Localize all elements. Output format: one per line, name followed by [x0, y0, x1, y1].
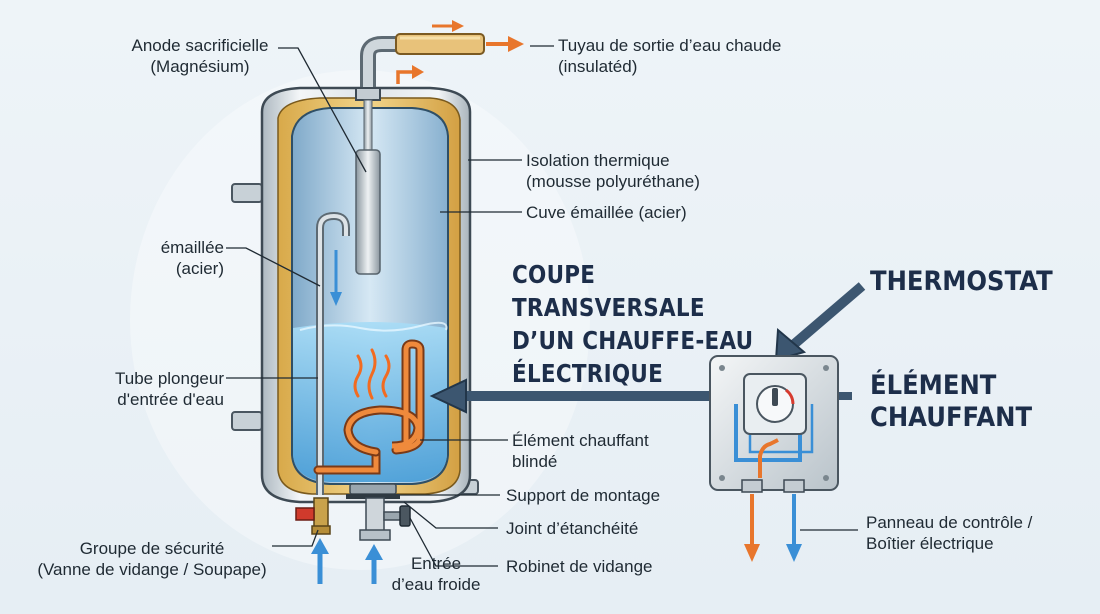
label-cold-inlet-line-2: d’eau froide: [391, 575, 481, 594]
label-seal: Joint d’étanchéité: [506, 519, 639, 538]
label-emaillee: émaillée (acier): [100, 237, 224, 279]
label-insulation: Isolation thermique (mousse polyuréthane…: [526, 150, 700, 192]
label-dip-tube-line-2: d'entrée d'eau: [117, 390, 224, 409]
heat-waves: [353, 348, 391, 400]
element-callout-line-2: CHAUFFANT: [870, 402, 1033, 433]
hot-flow-arrow-right: [508, 36, 524, 52]
label-anode-line-1: Anode sacrificielle: [131, 36, 269, 55]
label-emaillee-line-2: (acier): [175, 259, 224, 278]
label-emaillee-line-1: émaillée: [160, 238, 224, 257]
hot-wire-arrow-down: [744, 544, 760, 562]
diagram-title: COUPE TRANSVERSALE D’UN CHAUFFE-EAU ÉLEC…: [512, 258, 770, 390]
title-line-2: D’UN CHAUFFE-EAU: [512, 326, 754, 355]
hot-outlet-pipe: [355, 33, 485, 101]
mounting-plate: [349, 483, 397, 495]
label-cold-inlet: Entrée d’eau froide: [386, 553, 486, 595]
label-dip-tube: Tube plongeur d'entrée d'eau: [60, 368, 224, 410]
cold-inlet-arrow-1: [311, 538, 329, 554]
label-element-line-2: blindé: [512, 452, 558, 471]
label-outlet-pipe-line-2: (insulatéd): [558, 57, 638, 76]
label-outlet-pipe: Tuyau de sortie d’eau chaude (insulatéd): [558, 35, 781, 77]
anode-rod: [355, 99, 381, 275]
seal-gasket: [346, 494, 400, 499]
label-control-panel-line-1: Panneau de contrôle /: [866, 513, 1033, 532]
title-line-3: ÉLECTRIQUE: [512, 359, 664, 388]
label-safety-group: Groupe de sécurité (Vanne de vidange / S…: [28, 538, 276, 580]
label-anode: Anode sacrificielle (Magnésium): [112, 35, 288, 77]
cold-wire-arrow-down: [786, 544, 802, 562]
control-box: [709, 355, 839, 493]
drain-valve: [359, 497, 411, 541]
water-surface: [299, 321, 448, 332]
element-callout: ÉLÉMENT CHAUFFANT: [870, 370, 1032, 434]
safety-group-valve: [295, 497, 331, 535]
label-safety-group-line-2: (Vanne de vidange / Soupape): [37, 560, 267, 579]
label-tank: Cuve émaillée (acier): [526, 203, 687, 222]
label-element: Élément chauffant blindé: [512, 430, 649, 472]
element-pointer-arrow: [429, 378, 467, 414]
title-line-1: COUPE TRANSVERSALE: [512, 260, 705, 322]
element-callout-line-1: ÉLÉMENT: [870, 370, 997, 401]
heating-element-coil: [313, 339, 425, 475]
label-element-line-1: Élément chauffant: [512, 431, 649, 450]
cold-flow-arrow-down: [330, 292, 342, 306]
label-safety-group-line-1: Groupe de sécurité: [79, 539, 225, 558]
label-cold-inlet-line-1: Entrée: [410, 554, 462, 573]
label-insulation-line-1: Isolation thermique: [526, 151, 670, 170]
label-anode-line-2: (Magnésium): [150, 57, 250, 76]
label-insulation-line-2: (mousse polyuréthane): [526, 172, 700, 191]
cold-inlet-arrow-2: [365, 544, 383, 560]
hot-flow-arrow-top: [452, 20, 464, 32]
hot-flow-arrow-bend: [412, 65, 424, 79]
label-mount: Support de montage: [506, 486, 661, 505]
label-drain-valve: Robinet de vidange: [506, 557, 653, 576]
label-dip-tube-line-1: Tube plongeur: [114, 369, 224, 388]
thermostat-callout: THERMOSTAT: [870, 266, 1053, 297]
label-control-panel-line-2: Boîtier électrique: [866, 534, 994, 553]
label-control-panel: Panneau de contrôle / Boîtier électrique: [866, 512, 1032, 554]
label-outlet-pipe-line-1: Tuyau de sortie d’eau chaude: [558, 36, 782, 55]
leader-lines: [226, 45, 858, 567]
dip-tube: [316, 211, 350, 495]
